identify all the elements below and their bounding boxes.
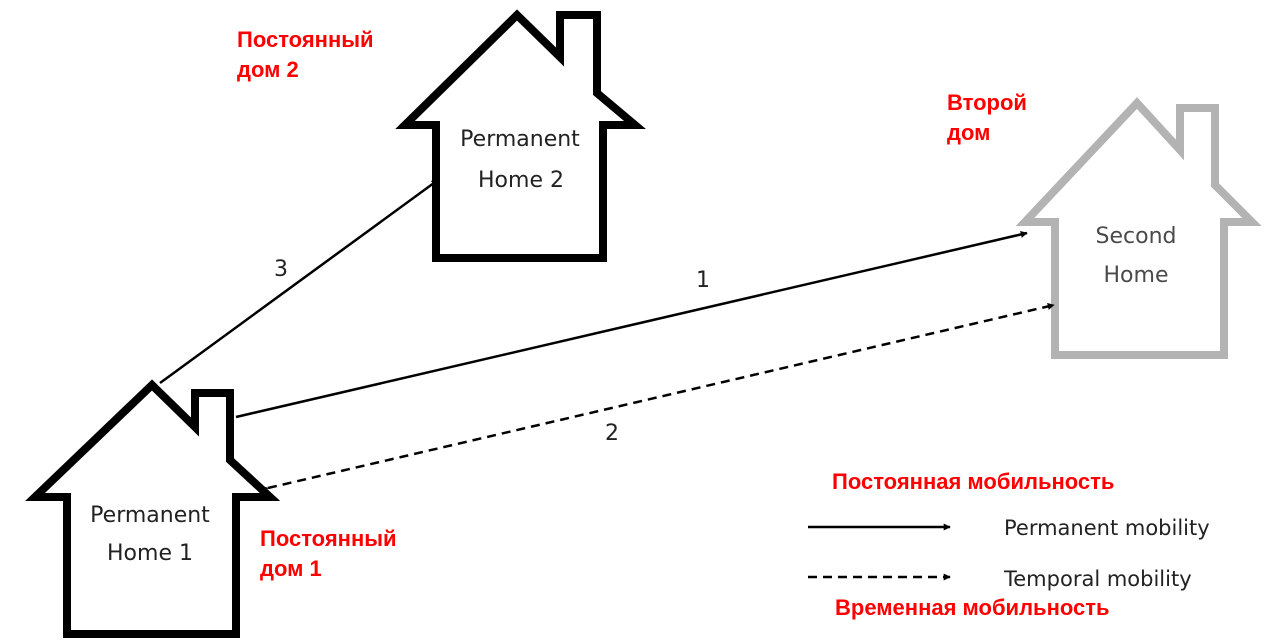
ru-label-second-home-line1: Второй	[947, 90, 1027, 115]
house-permanent-home-2: Permanent Home 2	[395, 9, 646, 262]
house-second-home-outline	[1015, 97, 1262, 359]
ru-label-permanent-home-2-line1: Постоянный	[237, 27, 374, 52]
ru-label-permanent-home-1-line1: Постоянный	[260, 526, 397, 551]
ru-label-temporal-mobility: Временная мобильность	[835, 595, 1110, 620]
ru-label-second-home-line2: дом	[947, 120, 991, 145]
house-permanent-home-2-outline	[395, 9, 646, 262]
legend-permanent-label: Permanent mobility	[1004, 516, 1210, 540]
ru-label-permanent-home-2: Постоянный дом 2	[237, 25, 374, 85]
house-permanent-home-1-label-line1: Permanent	[90, 503, 210, 528]
house-permanent-home-1-label-line2: Home 1	[107, 541, 193, 566]
house-second-home-label-line2: Home	[1104, 263, 1169, 288]
arrow-2-temporal	[261, 303, 1055, 493]
arrow-2-label: 2	[605, 421, 619, 446]
legend-temporal-label: Temporal mobility	[1003, 567, 1192, 591]
arrow-1-permanent	[235, 231, 1028, 419]
arrow-3-label: 3	[274, 257, 288, 282]
house-second-home: Second Home	[1015, 97, 1262, 359]
ru-label-permanent-home-1-line2: дом 1	[260, 556, 322, 581]
arrow-3-permanent	[159, 178, 439, 385]
house-second-home-label-line1: Second	[1096, 224, 1177, 249]
ru-label-permanent-home-2-line2: дом 2	[237, 57, 299, 82]
house-permanent-home-1-outline	[25, 379, 281, 638]
house-permanent-home-1: Permanent Home 1	[25, 379, 281, 638]
house-permanent-home-2-label-line2: Home 2	[478, 168, 564, 193]
house-permanent-home-2-label-line1: Permanent	[460, 127, 580, 152]
ru-label-permanent-mobility: Постоянная мобильность	[832, 469, 1115, 494]
ru-label-second-home: Второй дом	[947, 88, 1027, 148]
arrow-1-label: 1	[696, 268, 710, 293]
ru-label-permanent-home-1: Постоянный дом 1	[260, 524, 397, 584]
legend: Permanent mobility Temporal mobility	[808, 516, 1210, 591]
